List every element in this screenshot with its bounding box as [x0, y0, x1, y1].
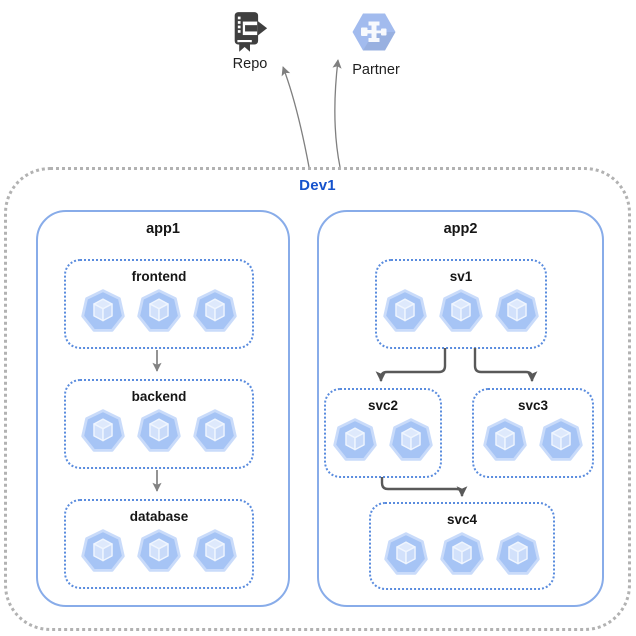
app2-box: app2 sv1 svc2 svc3 svc4: [317, 210, 604, 607]
pod-icon: [137, 529, 181, 572]
repo-icon: [234, 12, 268, 52]
frontend-pods: [80, 289, 238, 333]
pod-icon: [193, 529, 237, 572]
pod-icon: [137, 289, 181, 332]
pod-icon: [383, 289, 427, 332]
pod-icon: [495, 289, 539, 332]
service-svc2: svc2: [324, 388, 442, 478]
dev1-boundary: Dev1: [4, 167, 631, 631]
service-backend: backend: [64, 379, 254, 469]
partner-icon: [352, 13, 396, 51]
svc4-label: svc4: [446, 512, 478, 527]
svc4-pods: [383, 532, 541, 576]
service-svc4: svc4: [369, 502, 555, 590]
svc3-label: svc3: [517, 398, 549, 413]
pod-icon: [81, 409, 125, 452]
app1-box: app1 frontend backend database: [36, 210, 290, 607]
backend-pods: [80, 409, 238, 453]
pod-icon: [81, 529, 125, 572]
repo-label: Repo: [232, 56, 268, 72]
pod-icon: [539, 418, 583, 461]
dev1-label: Dev1: [299, 177, 336, 194]
pod-icon: [440, 532, 484, 575]
service-frontend: frontend: [64, 259, 254, 349]
svc2-pods: [332, 418, 434, 462]
pod-icon: [333, 418, 377, 461]
svc3-pods: [482, 418, 584, 462]
pod-icon: [496, 532, 540, 575]
backend-label: backend: [131, 389, 187, 404]
database-label: database: [129, 509, 189, 524]
pod-icon: [389, 418, 433, 461]
service-svc3: svc3: [472, 388, 594, 478]
app2-label: app2: [443, 221, 478, 237]
pod-icon: [384, 532, 428, 575]
arrow-dev1-to-repo: [281, 66, 310, 168]
frontend-label: frontend: [131, 269, 187, 284]
pod-icon: [137, 409, 181, 452]
pod-icon: [193, 409, 237, 452]
pod-icon: [81, 289, 125, 332]
pod-icon: [193, 289, 237, 332]
sv1-label: sv1: [449, 269, 473, 284]
app1-label: app1: [146, 221, 180, 237]
service-database: database: [64, 499, 254, 589]
pod-icon: [439, 289, 483, 332]
svc2-label: svc2: [367, 398, 399, 413]
sv1-pods: [382, 289, 540, 333]
service-sv1: sv1: [375, 259, 547, 349]
database-pods: [80, 529, 238, 573]
pod-icon: [483, 418, 527, 461]
partner-label: Partner: [352, 62, 400, 78]
